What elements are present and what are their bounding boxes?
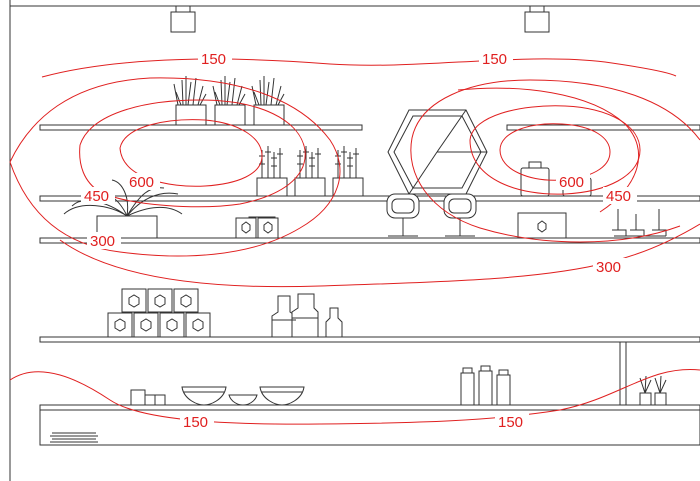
lavender-pots xyxy=(256,146,364,197)
cube-boxes-row xyxy=(235,217,279,239)
contour-label: 600 xyxy=(129,174,154,191)
contour-600-right xyxy=(499,123,611,181)
shelf-1-right xyxy=(506,124,700,131)
hexagon-frame-decor xyxy=(387,109,488,195)
mirror-stands xyxy=(386,193,477,237)
spotlight-right xyxy=(524,5,550,33)
pitchers xyxy=(271,293,343,338)
contour-label: 150 xyxy=(482,51,507,68)
contour-300-bottom xyxy=(59,223,700,288)
contour-label: 600 xyxy=(559,174,584,191)
contour-600-left xyxy=(119,119,263,187)
contour-150-bottom xyxy=(9,368,700,425)
bottles xyxy=(460,365,511,406)
contour-label: 300 xyxy=(596,259,621,276)
small-plants xyxy=(639,375,667,406)
shelf-3 xyxy=(39,237,700,244)
shelf-5 xyxy=(39,404,700,411)
base-cabinet xyxy=(39,409,700,446)
bowls xyxy=(181,386,305,406)
spotlight-left xyxy=(170,5,196,33)
contour-450-right-inner xyxy=(469,105,641,195)
contour-150-top xyxy=(41,58,677,78)
jewelry-box xyxy=(517,212,567,239)
contour-label: 300 xyxy=(90,233,115,250)
cube-box-stack xyxy=(107,288,211,338)
contour-labels: 150 150 600 450 600 450 300 300 150 150 xyxy=(81,50,637,431)
contour-300-right xyxy=(410,79,700,243)
contour-300-left xyxy=(9,77,341,257)
contour-label: 450 xyxy=(84,188,109,205)
shelf-2 xyxy=(39,195,700,202)
contour-label: 150 xyxy=(201,51,226,68)
contour-label: 150 xyxy=(498,414,523,431)
contour-label: 450 xyxy=(606,188,631,205)
contour-label: 150 xyxy=(183,414,208,431)
cups xyxy=(130,389,166,406)
candle-holders xyxy=(612,209,667,237)
shelf-1-left xyxy=(39,124,363,131)
folded-towels xyxy=(50,432,98,443)
shelf-4 xyxy=(39,336,700,343)
